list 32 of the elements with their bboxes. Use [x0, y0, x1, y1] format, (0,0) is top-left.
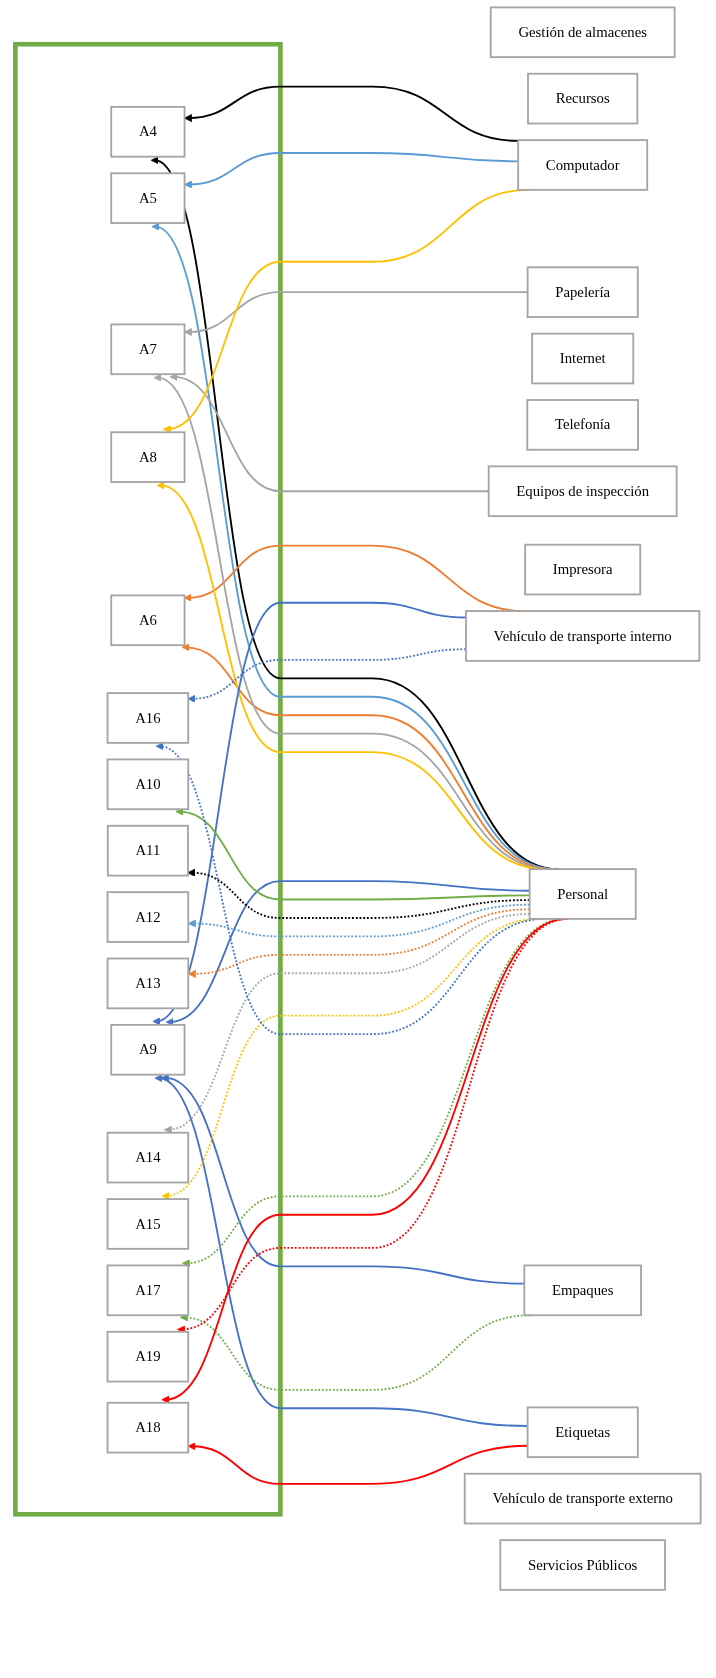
node-box: Papelería [526, 266, 639, 318]
node-box: A18 [106, 1401, 190, 1454]
node-box: Vehículo de transporte interno [465, 610, 701, 662]
node-box: A8 [110, 431, 186, 483]
node-box: A11 [106, 824, 189, 877]
node-box: Personal [528, 868, 637, 920]
node-box: Servicios Públicos [499, 1539, 666, 1591]
node-box: A13 [106, 957, 190, 1010]
node-box: A6 [110, 594, 186, 647]
node-box: A10 [106, 758, 190, 811]
node-box: A14 [106, 1131, 190, 1184]
node-box: Computador [517, 139, 649, 191]
node-box: Gestión de almacenes [489, 6, 676, 59]
node-box: Recursos [527, 72, 639, 125]
node-box: A12 [106, 891, 190, 943]
node-box: A17 [106, 1264, 190, 1317]
node-box: Impresora [524, 543, 642, 596]
node-box: A4 [110, 106, 186, 158]
node-box: A19 [106, 1330, 190, 1383]
node-box: A9 [110, 1023, 186, 1076]
node-box: Telefonía [526, 399, 639, 451]
node-box: A15 [106, 1198, 190, 1250]
arrow [184, 85, 520, 142]
node-box: Internet [531, 332, 635, 385]
node-box: Empaques [523, 1264, 642, 1317]
node-box: Vehículo de transporte externo [463, 1472, 702, 1525]
node-box: A5 [110, 172, 186, 224]
node-box: A16 [106, 692, 190, 744]
node-box: Etiquetas [526, 1406, 639, 1459]
cluster [13, 41, 283, 1517]
node-box: A7 [110, 323, 186, 376]
node-box: Equipos de inspección [487, 465, 678, 518]
